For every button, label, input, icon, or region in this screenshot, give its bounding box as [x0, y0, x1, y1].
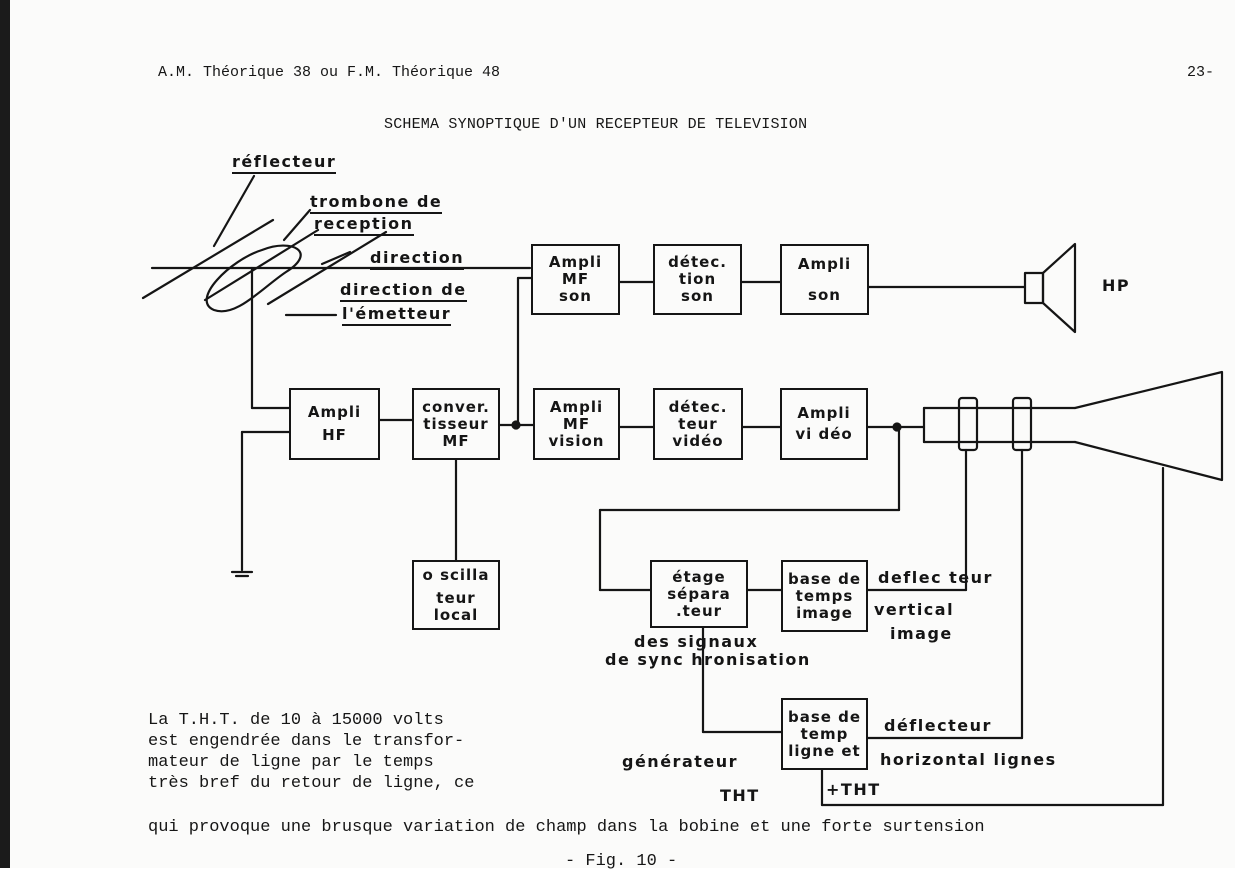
direction-pointer	[320, 250, 352, 266]
antenna-element-rod	[203, 228, 320, 302]
label-tht-out: +THT	[826, 780, 881, 799]
label-tht-generator: THT	[720, 786, 760, 805]
label-signaux-2: de sync hronisation	[605, 650, 811, 669]
reflecteur-pointer	[212, 174, 256, 248]
trombone-pointer	[282, 208, 312, 242]
label-direction-emetteur-1: direction de	[340, 280, 467, 302]
label-deflecteur-vertical-1: deflec teur	[878, 568, 993, 587]
label-deflecteur-vertical-3: image	[890, 624, 953, 643]
label-direction-emetteur-2: l'émetteur	[342, 304, 452, 326]
label-deflecteur-horizontal-1: déflecteur	[884, 716, 992, 735]
label-direction: direction	[370, 248, 465, 270]
label-deflecteur-horizontal-2: horizontal lignes	[880, 750, 1057, 769]
header-left: A.M. Théorique 38 ou F.M. Théorique 48	[158, 64, 501, 81]
label-deflecteur-vertical-2: vertical	[874, 600, 955, 619]
figure-caption: - Fig. 10 -	[565, 852, 678, 871]
label-trombone-2: reception	[314, 214, 414, 236]
trombone-dipole	[205, 244, 302, 313]
page-number: 23-	[1187, 64, 1215, 81]
diagram-title: SCHEMA SYNOPTIQUE D'UN RECEPTEUR DE TELE…	[384, 116, 808, 133]
tht-note: La T.H.T. de 10 à 15000 volts est engend…	[148, 711, 475, 793]
label-reflecteur: réflecteur	[232, 152, 337, 174]
scan-edge	[0, 0, 10, 868]
label-trombone-1: trombone de	[310, 192, 443, 214]
label-hp: HP	[1102, 276, 1131, 295]
label-generateur: générateur	[622, 752, 739, 771]
tht-note-last-line: qui provoque une brusque variation de ch…	[148, 818, 985, 837]
label-signaux-1: des signaux	[634, 632, 759, 651]
antenna-reflector-rod	[141, 218, 275, 300]
